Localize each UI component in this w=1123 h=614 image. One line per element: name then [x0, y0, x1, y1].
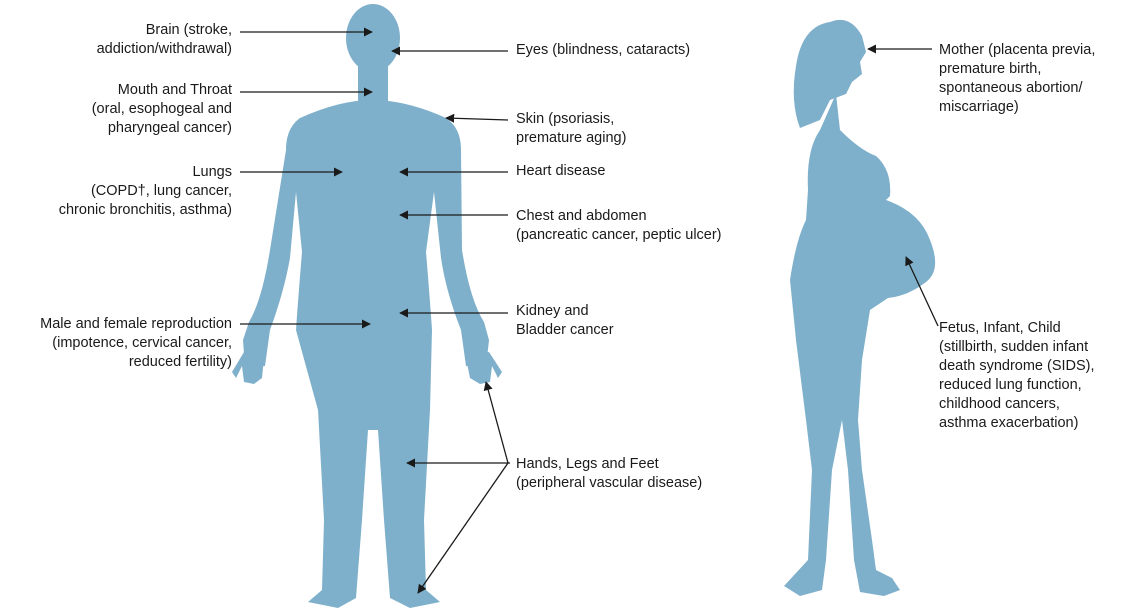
label-eyes: Eyes (blindness, cataracts) [516, 41, 690, 60]
label-skin: Skin (psoriasis, premature aging) [516, 110, 626, 148]
label-lungs-line: chronic bronchitis, asthma) [59, 201, 232, 220]
label-fetus-line: childhood cancers, [939, 395, 1095, 414]
label-chest-line: (pancreatic cancer, peptic ulcer) [516, 226, 722, 245]
legs-shape [296, 330, 440, 608]
label-fetus-line: Fetus, Infant, Child [939, 319, 1095, 338]
head-shape [346, 4, 400, 72]
label-brain: Brain (stroke, addiction/withdrawal) [97, 21, 232, 59]
label-kidney-line: Bladder cancer [516, 321, 614, 340]
arrow-skin [446, 118, 508, 120]
label-fetus-line: death syndrome (SIDS), [939, 357, 1095, 376]
label-hands-line: (peripheral vascular disease) [516, 474, 702, 493]
pregnant-woman-silhouette [784, 20, 935, 596]
male-body-silhouette [232, 4, 502, 608]
torso-arms-shape [243, 100, 489, 368]
label-kidney-line: Kidney and [516, 302, 614, 321]
label-lungs: Lungs (COPD†, lung cancer, chronic bronc… [59, 163, 232, 220]
label-mouth-line: (oral, esophogeal and [92, 100, 232, 119]
label-fetus-line: (stillbirth, sudden infant [939, 338, 1095, 357]
label-kidney-bladder: Kidney and Bladder cancer [516, 302, 614, 340]
label-fetus-line: asthma exacerbation) [939, 414, 1095, 433]
label-mother-line: miscarriage) [939, 98, 1095, 117]
label-skin-line: Skin (psoriasis, [516, 110, 626, 129]
hand-left-shape [232, 352, 264, 384]
label-mouth-line: Mouth and Throat [92, 81, 232, 100]
label-reproduction-line: (impotence, cervical cancer, [40, 334, 232, 353]
label-brain-line: Brain (stroke, [97, 21, 232, 40]
arrow-foot [418, 463, 508, 593]
label-heart-line: Heart disease [516, 162, 605, 181]
body-profile-shape [784, 94, 935, 596]
label-heart: Heart disease [516, 162, 605, 181]
label-mother-line: premature birth, [939, 60, 1095, 79]
label-fetus-line: reduced lung function, [939, 376, 1095, 395]
label-mother: Mother (placenta previa, premature birth… [939, 41, 1095, 117]
hand-right-shape [466, 352, 502, 384]
label-lungs-line: Lungs [59, 163, 232, 182]
label-chest-line: Chest and abdomen [516, 207, 722, 226]
label-mouth-line: pharyngeal cancer) [92, 119, 232, 138]
label-reproduction-line: reduced fertility) [40, 353, 232, 372]
label-mother-line: Mother (placenta previa, [939, 41, 1095, 60]
label-eyes-line: Eyes (blindness, cataracts) [516, 41, 690, 60]
label-chest-abdomen: Chest and abdomen (pancreatic cancer, pe… [516, 207, 722, 245]
label-brain-line: addiction/withdrawal) [97, 40, 232, 59]
label-mouth-throat: Mouth and Throat (oral, esophogeal and p… [92, 81, 232, 138]
label-hands-line: Hands, Legs and Feet [516, 455, 702, 474]
label-fetus-infant-child: Fetus, Infant, Child (stillbirth, sudden… [939, 319, 1095, 433]
label-skin-line: premature aging) [516, 129, 626, 148]
label-mother-line: spontaneous abortion/ [939, 79, 1095, 98]
label-reproduction: Male and female reproduction (impotence,… [40, 315, 232, 372]
arrow-hand [486, 382, 508, 463]
label-hands-legs-feet: Hands, Legs and Feet (peripheral vascula… [516, 455, 702, 493]
label-reproduction-line: Male and female reproduction [40, 315, 232, 334]
label-lungs-line: (COPD†, lung cancer, [59, 182, 232, 201]
neck-shape [358, 64, 388, 104]
